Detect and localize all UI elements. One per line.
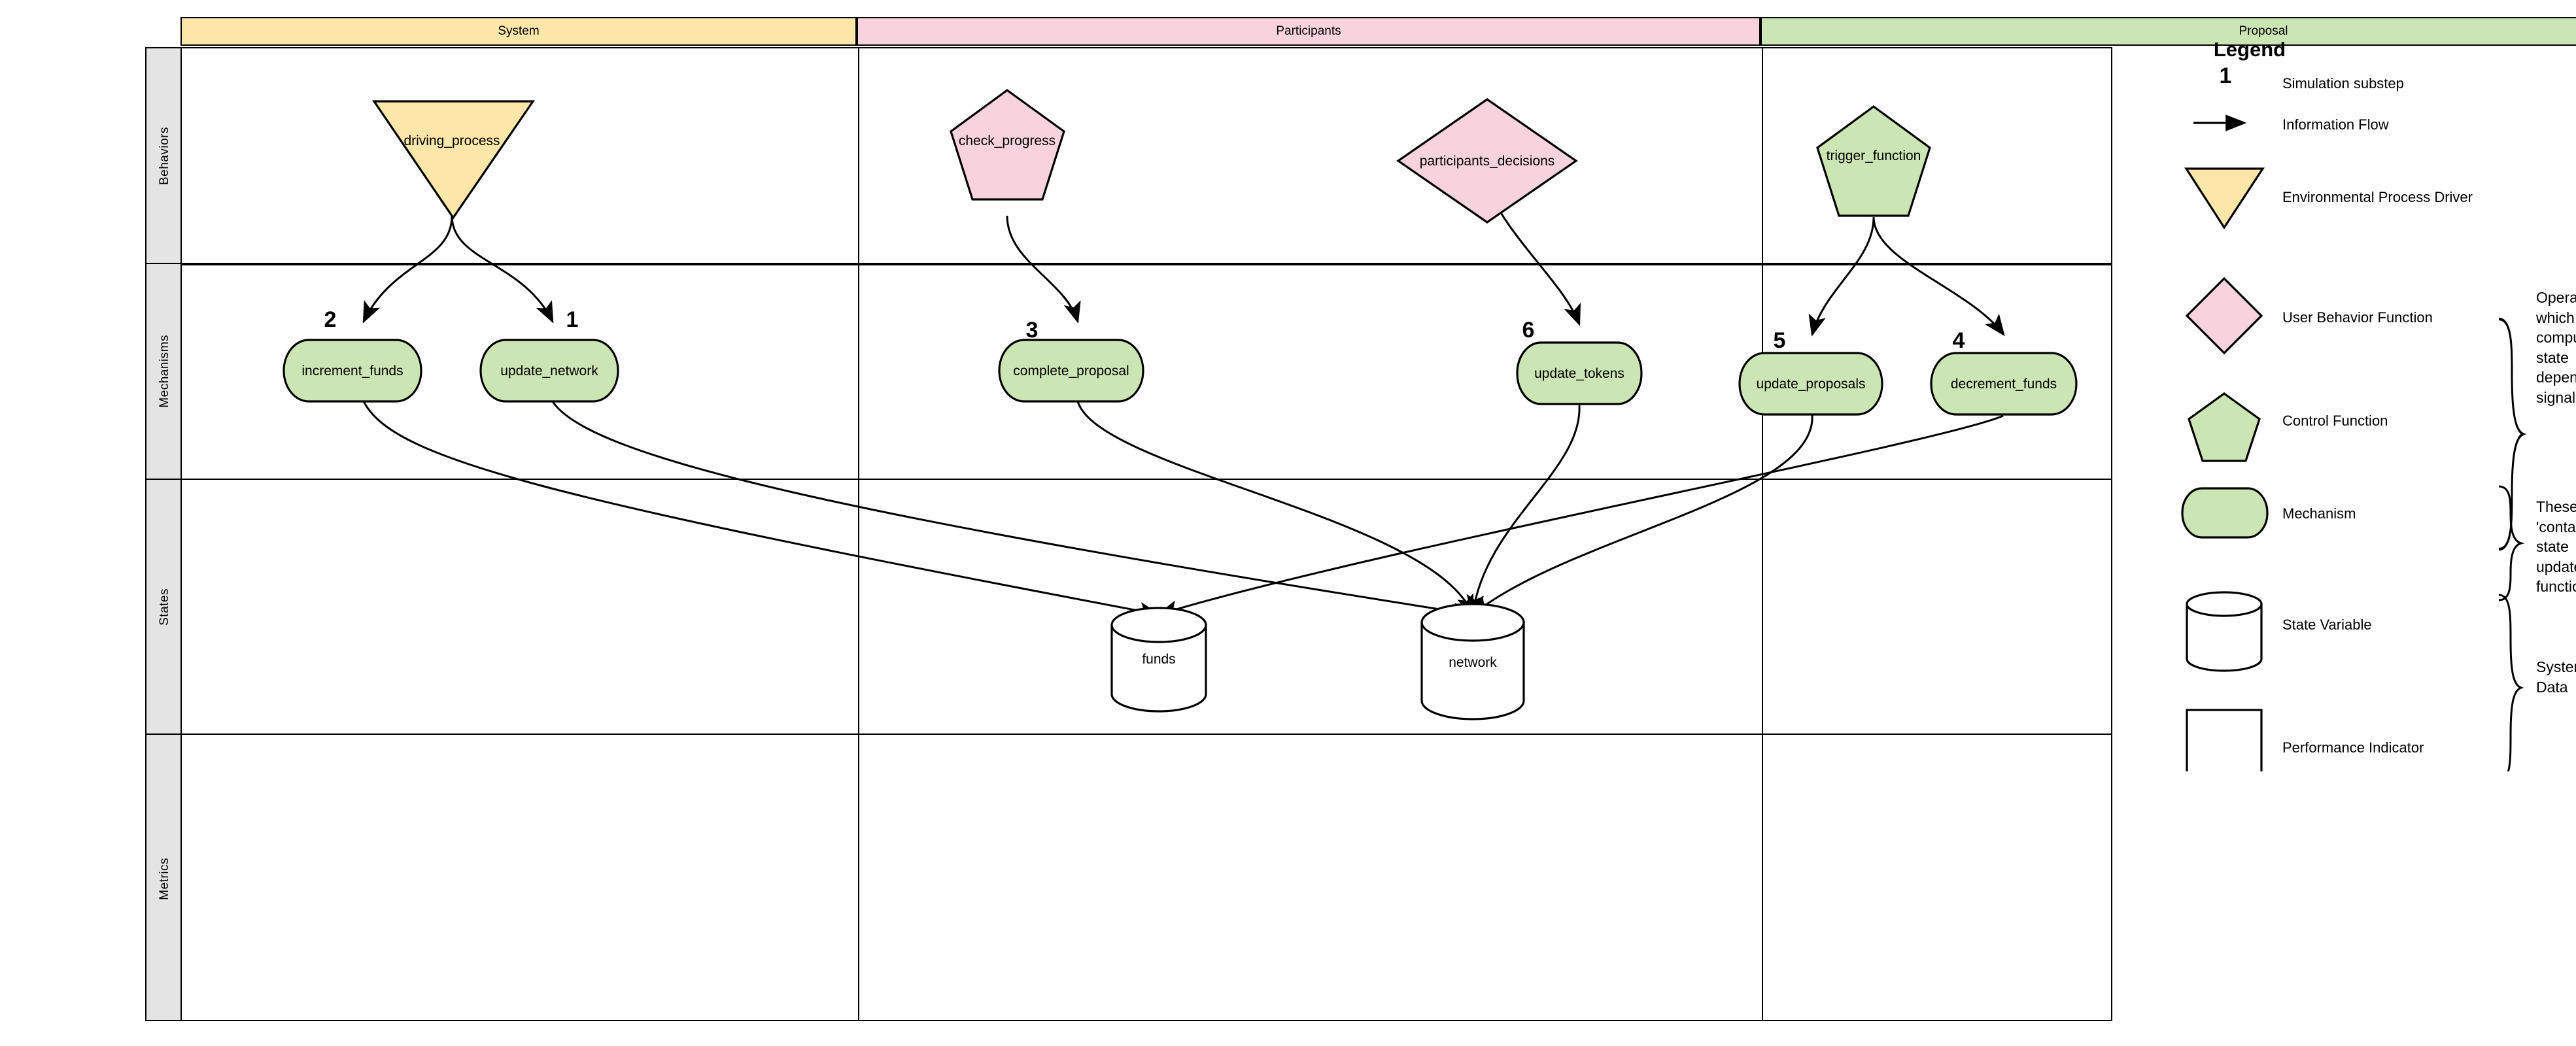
column-divider-1 [858, 48, 859, 1020]
legend-performance-indicator-rectangle-icon [2186, 709, 2263, 771]
legend-label-mechanism: Mechanism [2282, 505, 2356, 522]
legend-note-mechanism: These 'contain' state update functions [2536, 498, 2576, 596]
row-label-behaviors: Behaviors [146, 48, 183, 264]
column-header-bar: System Participants Proposal [180, 17, 2576, 46]
legend-environmental-process-driver-triangle-down-icon [2184, 167, 2265, 229]
legend-label-performance-indicator: Performance Indicator [2282, 739, 2424, 756]
legend-brace-system-data [2498, 594, 2524, 771]
column-header-proposal: Proposal [1760, 17, 2576, 46]
row-label-mechanisms-text: Mechanisms [158, 335, 171, 408]
legend-user-behavior-function-diamond-icon [2185, 277, 2263, 355]
legend-note-system-data: System Data [2536, 658, 2576, 696]
legend-mechanism-icon [2181, 487, 2269, 539]
row-label-mechanisms: Mechanisms [146, 264, 183, 480]
legend-note-operators: Operators which computes state dependent… [2536, 289, 2576, 406]
legend-symbols: 1 [2181, 63, 2526, 771]
legend-simulation-substep-number: 1 [2220, 63, 2232, 88]
legend-title: Legend [2213, 38, 2286, 61]
row-divider-mechanisms-states [182, 479, 2111, 480]
row-label-column: Behaviors Mechanisms States Metrics [145, 47, 183, 1022]
column-header-proposal-label: Proposal [2239, 24, 2288, 38]
legend-brace-mechanism [2498, 485, 2525, 601]
row-label-metrics: Metrics [146, 735, 183, 1022]
column-header-system: System [180, 17, 857, 46]
column-header-system-label: System [498, 24, 540, 38]
row-label-states-text: States [158, 588, 171, 626]
legend-state-variable-cylinder-icon [2186, 591, 2263, 672]
grid-cells [180, 47, 2112, 1021]
row-divider-states-metrics [182, 734, 2111, 735]
row-label-behaviors-text: Behaviors [158, 126, 171, 185]
legend-panel: Legend 1 [2152, 20, 2576, 771]
row-label-metrics-text: Metrics [158, 857, 171, 900]
column-header-participants: Participants [857, 17, 1760, 46]
column-header-participants-label: Participants [1276, 24, 1341, 38]
row-label-states: States [146, 480, 183, 735]
legend-label-simulation-substep: Simulation substep [2282, 75, 2404, 92]
swimlane-grid: Behaviors Mechanisms States Metrics [145, 47, 2112, 1021]
legend-label-user-behavior-function: User Behavior Function [2282, 309, 2433, 326]
legend-control-function-pentagon-icon [2188, 392, 2261, 462]
legend-label-environmental-process-driver: Environmental Process Driver [2282, 189, 2473, 205]
legend-label-control-function: Control Function [2282, 413, 2388, 429]
legend-label-state-variable: State Variable [2282, 616, 2372, 633]
legend-label-information-flow: Information Flow [2282, 116, 2389, 133]
row-divider-behaviors-mechanisms [182, 263, 2111, 265]
column-divider-2 [1762, 48, 1763, 1020]
